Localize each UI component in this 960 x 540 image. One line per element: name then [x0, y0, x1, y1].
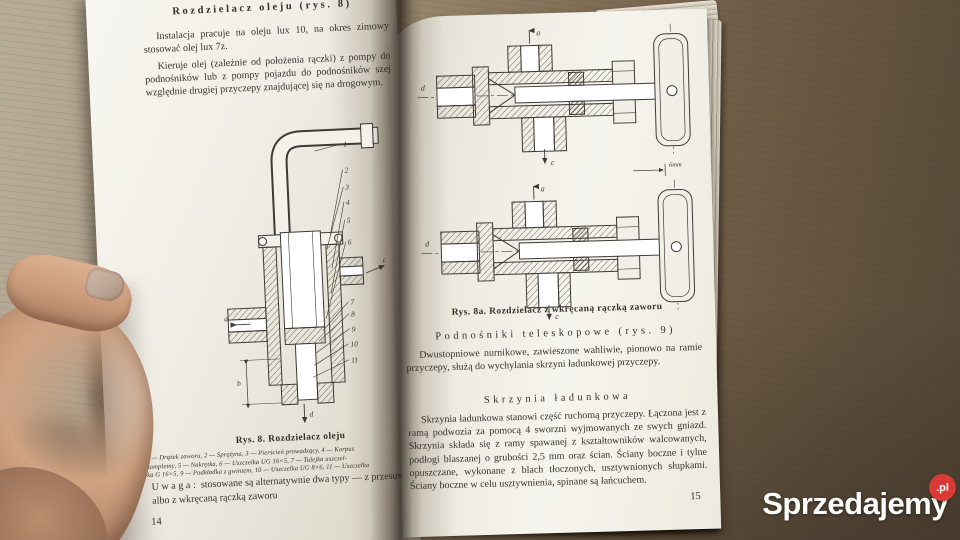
spindle-travel-dimension — [633, 163, 666, 176]
flow-label-d-top: d — [421, 84, 426, 93]
callout-3: 3 — [344, 183, 349, 192]
callout-6: 6 — [348, 237, 352, 246]
callout-7: 7 — [350, 297, 354, 306]
flow-label-a-top: a — [536, 28, 540, 37]
port-label-a: a — [224, 314, 228, 323]
watermark-brand-text: Sprzedajemy — [762, 486, 948, 521]
callout-11: 11 — [351, 355, 358, 364]
dimension-value: 6mm — [669, 161, 682, 168]
valve-diagram-top — [415, 23, 691, 167]
valve-flow-labels: a d c a d c 6mm — [421, 28, 682, 321]
callout-5: 5 — [347, 216, 351, 225]
callout-9: 9 — [352, 324, 356, 333]
paragraph-cargo-box: Skrzynia ładunkowa stanowi część ruchomą… — [408, 406, 708, 493]
callout-4: 4 — [346, 198, 350, 207]
flow-label-d-bottom: d — [425, 239, 430, 248]
site-watermark: Sprzedajemy .pl — [762, 474, 956, 530]
flow-label-c-bottom: c — [555, 312, 559, 321]
valve-diagram-bottom — [420, 179, 696, 323]
callout-10: 10 — [350, 339, 358, 348]
callout-1: 1 — [343, 140, 347, 149]
port-label-d: d — [309, 409, 313, 418]
figure8-callout-numbers: 1 2 3 4 5 6 7 8 9 10 11 a b c d — [224, 140, 387, 419]
callout-2: 2 — [344, 166, 348, 175]
page-number-right: 15 — [690, 491, 701, 503]
dimension-label-b: b — [237, 379, 241, 388]
note-label: Uwaga: — [151, 479, 199, 493]
book-spine-gutter-shadow — [370, 0, 422, 540]
callout-8: 8 — [351, 309, 355, 318]
watermark-pl-badge: .pl — [929, 474, 956, 501]
flow-label-c-top: c — [551, 158, 555, 167]
book-right-page: a d c a d c 6mm Rys. 8a. Rozdzielacz z w… — [388, 8, 722, 538]
flow-label-a-bottom: a — [541, 184, 545, 193]
valve-with-screw-handle-diagrams: a d c a d c 6mm — [415, 19, 707, 325]
